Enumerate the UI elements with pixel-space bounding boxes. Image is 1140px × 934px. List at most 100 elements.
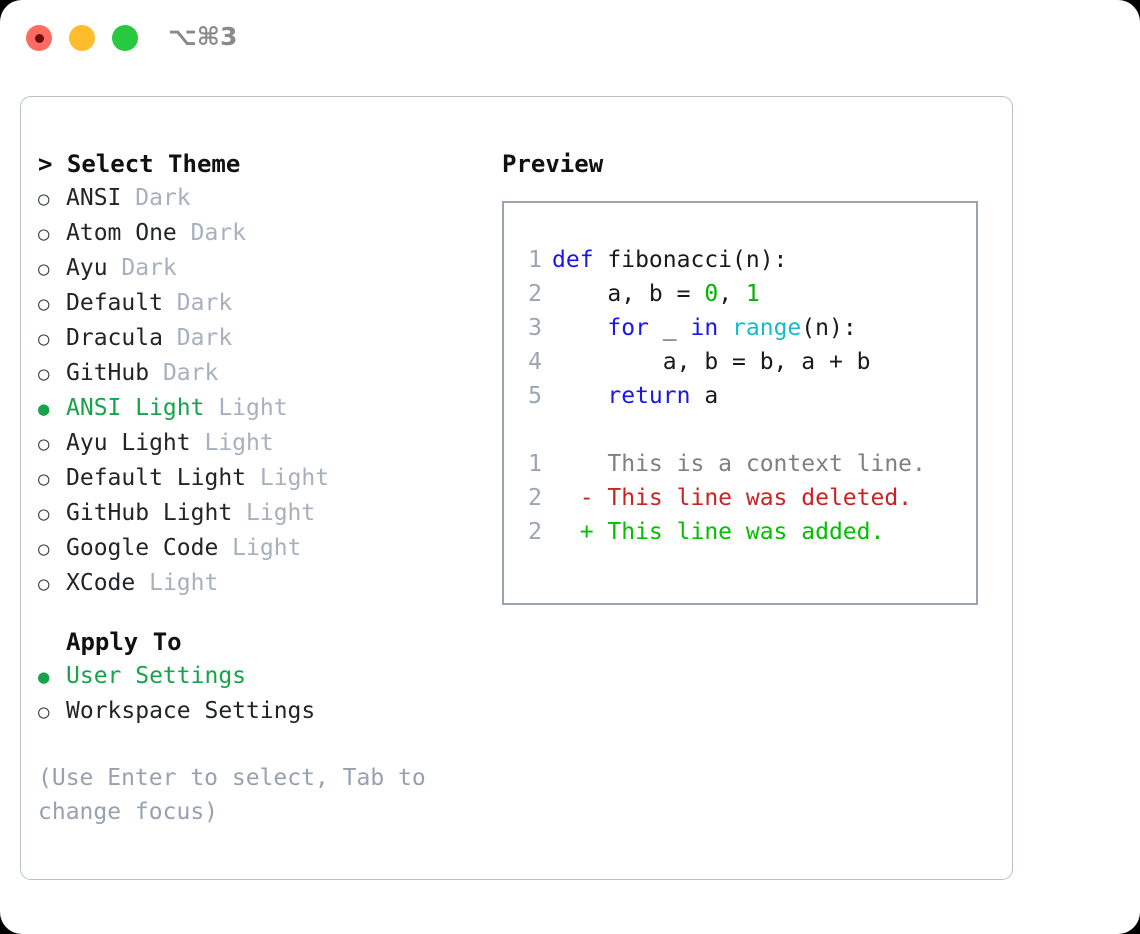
line-number: 1 [528, 451, 542, 477]
code-token: (n): [801, 315, 857, 341]
title-bar: ⌥⌘3 [0, 0, 1140, 78]
theme-option-tag: Dark [176, 290, 233, 316]
theme-option-label: Dracula [66, 325, 177, 351]
code-token: a [690, 383, 719, 409]
section-spacer [38, 601, 468, 625]
code-token: def [552, 247, 608, 273]
line-number: 2 [528, 281, 542, 307]
close-button[interactable] [26, 25, 52, 51]
theme-option-tag: Dark [190, 220, 247, 246]
theme-option-label: Default Light [66, 465, 260, 491]
theme-option[interactable]: ●ANSI Light Light [38, 391, 468, 426]
theme-option[interactable]: ○ Default Dark [38, 286, 468, 321]
code-token: a, b = [552, 281, 705, 307]
apply-to-option-list[interactable]: ● User Settings ○ Workspace Settings [38, 659, 468, 729]
code-token: 0 [704, 281, 719, 307]
theme-option-label: Atom One [66, 220, 191, 246]
radio-unselected-icon: ○ [38, 223, 50, 245]
code-token: _ [648, 315, 691, 341]
diff-line: 2 - This line was deleted. [518, 481, 976, 515]
radio-unselected-icon: ○ [38, 503, 50, 525]
theme-option-label: XCode [66, 570, 150, 596]
keyboard-shortcut-label: ⌥⌘3 [168, 22, 238, 51]
theme-option[interactable]: ○ Dracula Dark [38, 321, 468, 356]
theme-option-label: ANSI [66, 185, 136, 211]
keyboard-hint-text: (Use Enter to select, Tab to change focu… [38, 765, 440, 825]
radio-unselected-icon: ○ [38, 188, 50, 210]
theme-option-label: GitHub Light [66, 500, 247, 526]
diff-text: This is a context line. [552, 451, 926, 477]
radio-unselected-icon: ○ [38, 328, 50, 350]
theme-option-tag: Light [204, 430, 274, 456]
theme-option[interactable]: ○ Ayu Light Light [38, 426, 468, 461]
theme-option-label: Google Code [66, 535, 233, 561]
line-number: 2 [528, 519, 542, 545]
code-token: for [607, 315, 649, 341]
window-controls [26, 25, 138, 51]
radio-unselected-icon: ○ [38, 258, 50, 280]
radio-unselected-icon: ○ [38, 538, 50, 560]
theme-option-label: GitHub [66, 360, 163, 386]
code-token: 1 [745, 281, 760, 307]
theme-option[interactable]: ○ Google Code Light [38, 531, 468, 566]
theme-option-tag: Dark [176, 325, 233, 351]
diff-line: 1 This is a context line. [518, 447, 976, 481]
code-token: , [718, 281, 746, 307]
apply-to-option-label: Workspace Settings [66, 698, 316, 724]
theme-option-label: Ayu Light [66, 430, 205, 456]
theme-option[interactable]: ○GitHub Dark [38, 356, 468, 391]
code-token: range [732, 315, 802, 341]
radio-unselected-icon: ○ [38, 573, 50, 595]
minimize-button[interactable] [69, 25, 95, 51]
theme-option-label: Default [66, 290, 177, 316]
apply-to-heading: Apply To [66, 628, 182, 656]
theme-option-tag: Dark [135, 185, 191, 211]
radio-selected-icon: ● [38, 666, 50, 688]
radio-unselected-icon: ○ [38, 468, 50, 490]
code-line: 2 a, b = 0, 1 [518, 277, 976, 311]
theme-option[interactable]: ○ XCode Light [38, 566, 468, 601]
code-line: 5 return a [518, 379, 976, 413]
line-number: 4 [528, 349, 542, 375]
theme-option[interactable]: ○Default Light Light [38, 461, 468, 496]
line-number: 5 [528, 383, 542, 409]
select-theme-heading: > Select Theme [38, 150, 241, 178]
apply-to-option[interactable]: ● User Settings [38, 659, 468, 694]
code-token [552, 315, 607, 341]
radio-unselected-icon: ○ [38, 433, 50, 455]
code-token: return [607, 383, 691, 409]
diff-sample: 1 This is a context line.2 - This line w… [518, 447, 976, 549]
code-line: 3 for _ in range(n): [518, 311, 976, 345]
diff-line: 2 + This line was added. [518, 515, 976, 549]
radio-unselected-icon: ○ [38, 701, 50, 723]
radio-selected-icon: ● [38, 398, 50, 420]
preview-heading: Preview [502, 150, 604, 178]
theme-option[interactable]: ○ GitHub Light Light [38, 496, 468, 531]
theme-option-label: ANSI Light [66, 395, 219, 421]
theme-picker-column: > Select Theme ○ANSI Dark○Atom One Dark○… [38, 147, 468, 829]
radio-unselected-icon: ○ [38, 293, 50, 315]
zoom-button[interactable] [112, 25, 138, 51]
theme-option-tag: Light [232, 535, 302, 561]
code-token [552, 383, 607, 409]
apply-to-option[interactable]: ○ Workspace Settings [38, 694, 468, 729]
theme-option[interactable]: ○ Atom One Dark [38, 216, 468, 251]
theme-option[interactable]: ○ ANSI Dark [38, 181, 468, 216]
theme-option-tag: Light [246, 500, 316, 526]
apply-to-option-label: User Settings [66, 663, 247, 689]
line-number: 3 [528, 315, 542, 341]
theme-option-label: Ayu [66, 255, 122, 281]
theme-option-list[interactable]: ○ ANSI Dark ○ Atom One Dark ○ Ayu Dark ○ Defaul… [38, 181, 468, 601]
code-line: 4 a, b = b, a + b [518, 345, 976, 379]
radio-unselected-icon: ○ [38, 363, 50, 385]
theme-option-tag: Dark [121, 255, 177, 281]
theme-option-tag: Light [149, 570, 219, 596]
line-number: 1 [528, 247, 542, 273]
code-token: in [690, 315, 719, 341]
theme-option[interactable]: ○ Ayu Dark [38, 251, 468, 286]
